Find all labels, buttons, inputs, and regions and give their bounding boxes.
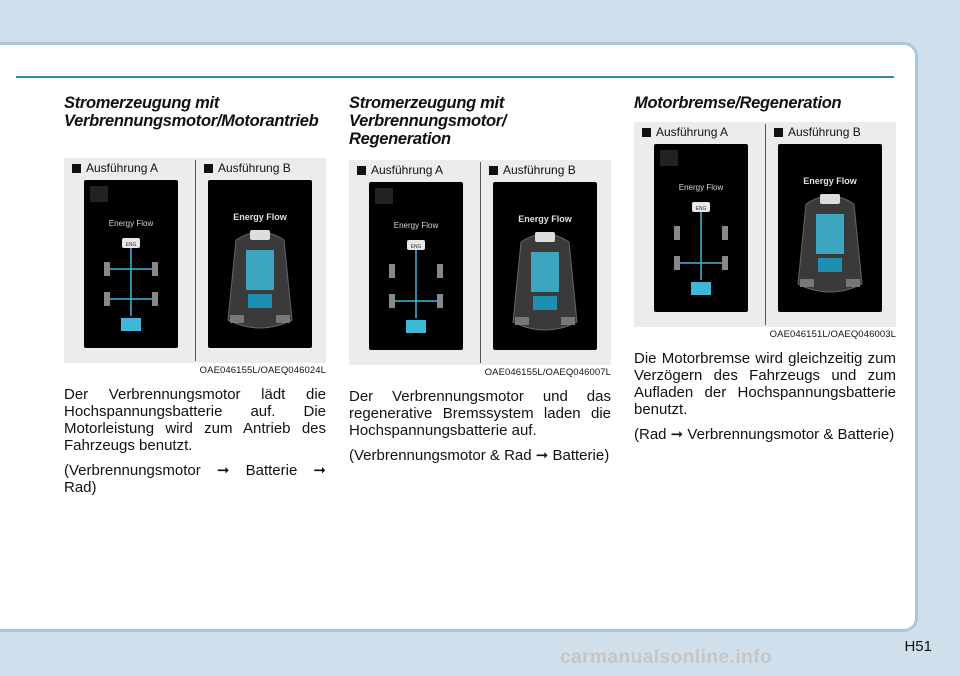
engine-label: ENG bbox=[126, 242, 137, 248]
flow-description: (Verbrennungsmotor ➞ Batterie ➞ Rad) bbox=[64, 462, 326, 496]
bullet-square-icon bbox=[774, 127, 783, 137]
variant-a-label: Ausführung A bbox=[357, 163, 443, 177]
engine-label: ENG bbox=[411, 244, 422, 250]
figure-caption: OAE046151L/OAEQ046003L bbox=[769, 329, 896, 340]
figure-panel: Ausführung A Ausführung B Energy Flow EN… bbox=[349, 160, 611, 365]
flow-description: (Verbrennungsmotor & Rad ➞ Batterie) bbox=[349, 447, 610, 464]
energy-flow-screen-a: Energy Flow ENG bbox=[369, 182, 463, 350]
figure-divider bbox=[480, 162, 481, 363]
screen-title: Energy Flow bbox=[109, 219, 154, 228]
section-heading: Motorbremse/Regeneration bbox=[634, 94, 842, 112]
figure-caption: OAE046155L/OAEQ046024L bbox=[199, 365, 326, 376]
page-number: H51 bbox=[904, 638, 932, 655]
body-paragraph: Der Verbrennungsmotor und das regenerati… bbox=[349, 388, 611, 439]
variant-b-label: Ausführung B bbox=[489, 163, 576, 177]
variant-b-label: Ausführung B bbox=[774, 125, 861, 139]
variant-a-label: Ausführung A bbox=[72, 161, 158, 175]
screen-title: Energy Flow bbox=[233, 212, 288, 222]
energy-flow-screen-b: Energy Flow bbox=[778, 144, 882, 312]
screen-title: Energy Flow bbox=[394, 221, 439, 230]
section-heading: Stromerzeugung mit Verbrennungsmotor/Mot… bbox=[64, 94, 319, 130]
header-rule bbox=[16, 76, 894, 78]
bullet-square-icon bbox=[357, 165, 366, 175]
section-column-3: Motorbremse/Regeneration Ausführung A Au… bbox=[634, 94, 896, 443]
bullet-square-icon bbox=[72, 163, 81, 173]
flow-description: (Rad ➞ Verbrennungsmotor & Batterie) bbox=[634, 426, 895, 443]
engine-label: ENG bbox=[696, 206, 707, 212]
body-paragraph: Der Verbrennungsmotor lädt die Hochspann… bbox=[64, 386, 326, 454]
variant-a-label: Ausführung A bbox=[642, 125, 728, 139]
figure-divider bbox=[195, 160, 196, 361]
bullet-square-icon bbox=[204, 163, 213, 173]
figure-panel: Ausführung A Ausführung B Energy Flow EN… bbox=[64, 158, 326, 363]
screen-title: Energy Flow bbox=[679, 183, 724, 192]
energy-flow-screen-b: Energy Flow bbox=[208, 180, 312, 348]
energy-flow-screen-a: Energy Flow ENG bbox=[654, 144, 748, 312]
screen-title: Energy Flow bbox=[803, 176, 858, 186]
body-paragraph: Die Motorbremse wird gleichzeitig zum Ve… bbox=[634, 350, 896, 418]
section-heading: Stromerzeugung mit Verbrennungsmotor/ Re… bbox=[349, 94, 507, 148]
bullet-square-icon bbox=[489, 165, 498, 175]
bullet-square-icon bbox=[642, 127, 651, 137]
energy-flow-screen-b: Energy Flow bbox=[493, 182, 597, 350]
variant-b-label: Ausführung B bbox=[204, 161, 291, 175]
figure-caption: OAE046155L/OAEQ046007L bbox=[484, 367, 611, 378]
watermark: carmanualsonline.info bbox=[560, 647, 773, 668]
energy-flow-screen-a: Energy Flow ENG bbox=[84, 180, 178, 348]
figure-panel: Ausführung A Ausführung B Energy Flow EN… bbox=[634, 122, 896, 327]
section-column-1: Stromerzeugung mit Verbrennungsmotor/Mot… bbox=[64, 94, 326, 496]
screen-title: Energy Flow bbox=[518, 214, 573, 224]
section-column-2: Stromerzeugung mit Verbrennungsmotor/ Re… bbox=[349, 94, 611, 464]
figure-divider bbox=[765, 124, 766, 325]
